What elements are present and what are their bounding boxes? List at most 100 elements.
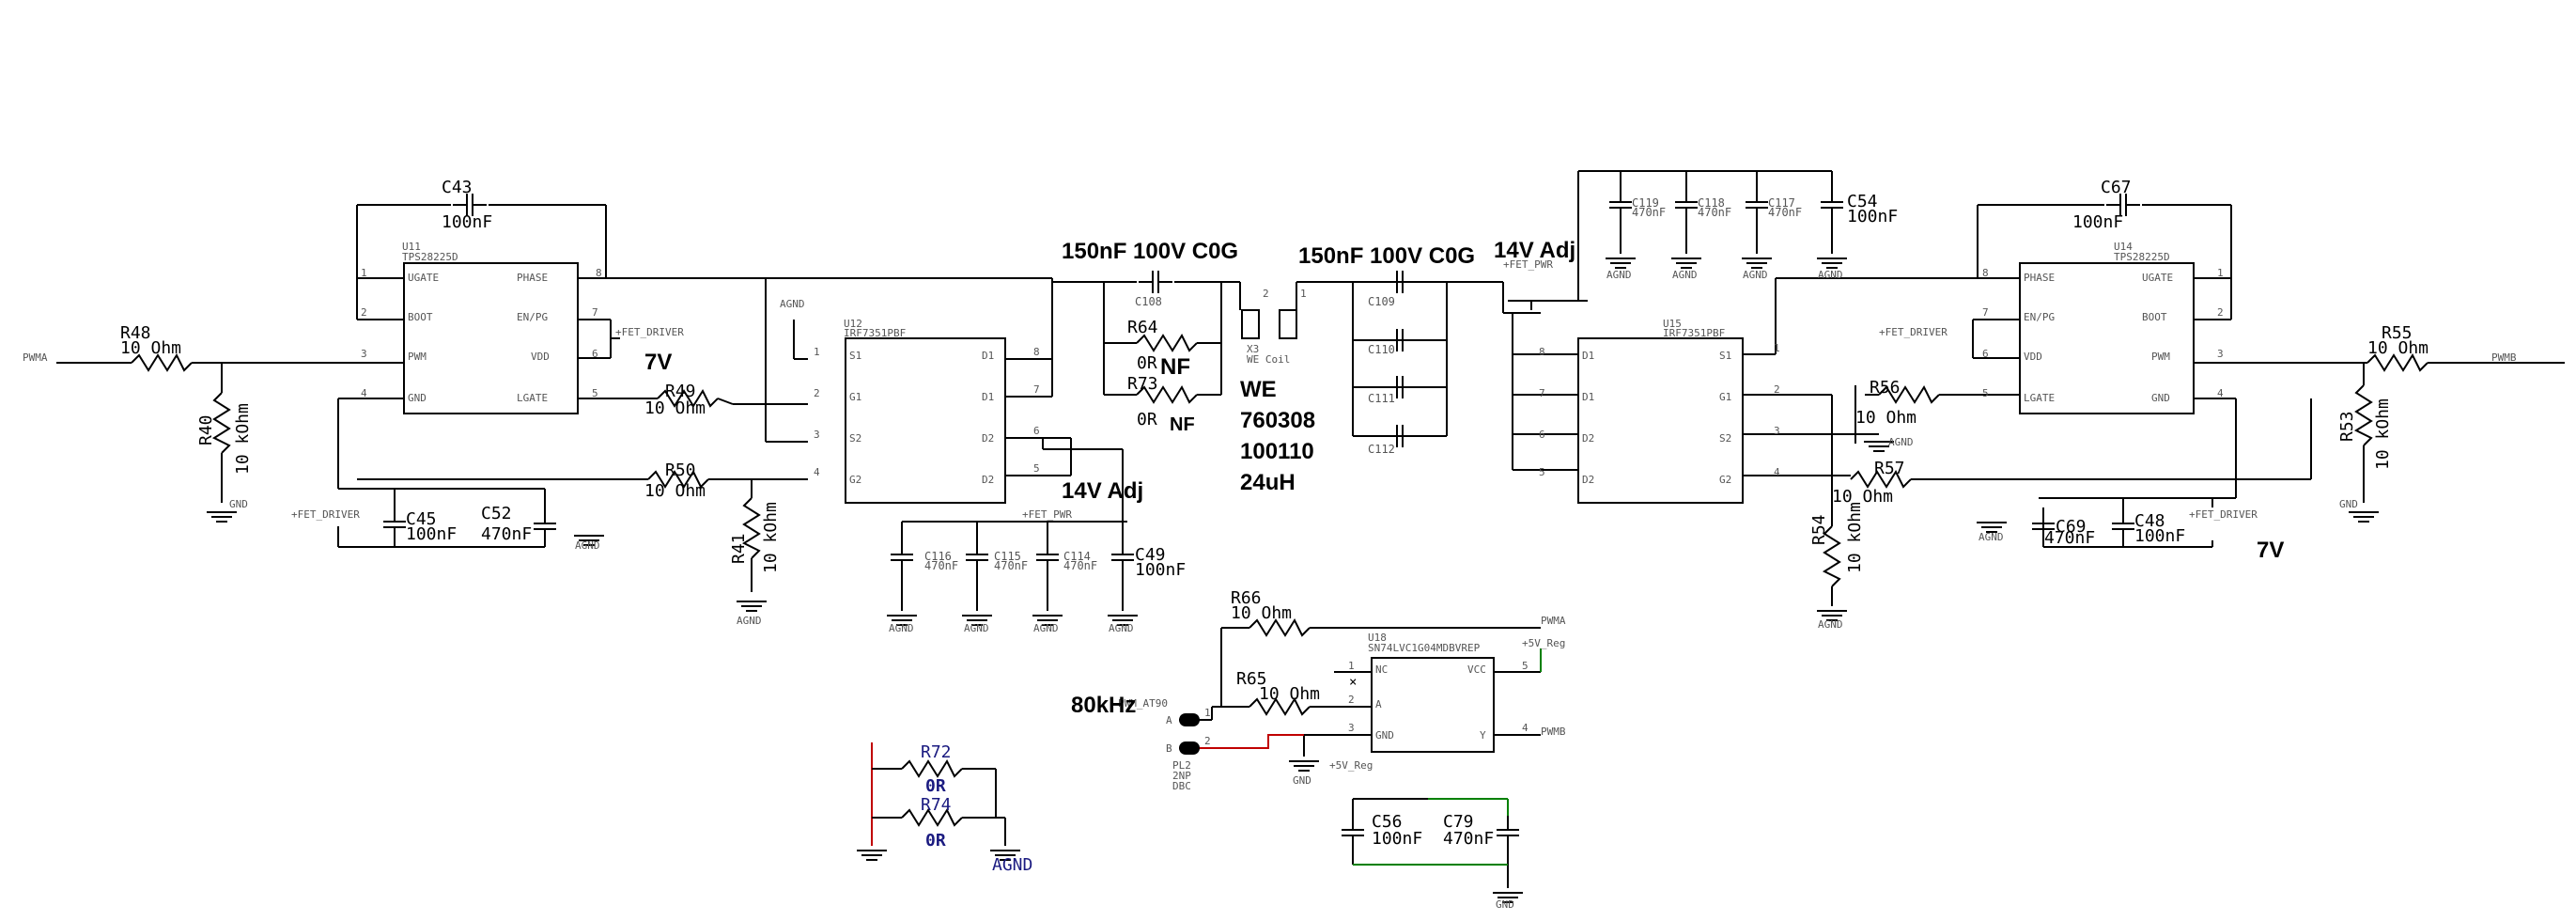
r65: R65 10 Ohm: [1236, 669, 1320, 715]
svg-text:PWMB: PWMB: [2491, 351, 2517, 364]
svg-text:G2: G2: [849, 474, 861, 486]
svg-text:7: 7: [592, 306, 598, 319]
svg-text:VDD: VDD: [531, 351, 550, 363]
annotation-nf-1: NF: [1160, 354, 1190, 380]
svg-text:470nF: 470nF: [2044, 528, 2095, 548]
svg-text:470nF: 470nF: [1063, 559, 1097, 572]
svg-text:2: 2: [2217, 306, 2224, 319]
svg-text:100nF: 100nF: [1847, 207, 1898, 226]
ground-symbols: GND AGND AGND AGND AGND AGND AGND AGND A…: [206, 258, 2380, 911]
svg-text:VDD: VDD: [2024, 351, 2042, 363]
svg-text:0R: 0R: [1137, 410, 1157, 429]
svg-text:D2: D2: [1582, 474, 1594, 486]
svg-text:4: 4: [1522, 722, 1529, 734]
svg-text:4: 4: [361, 387, 367, 399]
svg-text:C117: C117: [1768, 196, 1795, 210]
svg-text:1: 1: [1204, 707, 1211, 719]
svg-text:R48: R48: [120, 323, 151, 343]
c48: C48 100nF: [2111, 508, 2185, 546]
c69: C69 470nF: [2031, 508, 2095, 548]
svg-text:GND: GND: [2151, 392, 2170, 404]
svg-text:C56: C56: [1372, 812, 1403, 832]
svg-text:5: 5: [1982, 387, 1989, 399]
r73: R73 0R: [1127, 374, 1198, 429]
svg-text:0R: 0R: [925, 831, 946, 851]
annotation-7v-right: 7V: [2257, 538, 2284, 563]
svg-text:NC: NC: [1375, 663, 1388, 676]
svg-text:10 Ohm: 10 Ohm: [644, 481, 706, 501]
svg-text:AGND: AGND: [1979, 531, 2004, 543]
svg-text:2: 2: [814, 387, 820, 399]
c79: C79 470nF: [1443, 812, 1520, 851]
svg-text:100nF: 100nF: [1135, 560, 1186, 580]
wires: [56, 170, 2565, 888]
u11-ic: U11 TPS28225D UGATE BOOT PWM GND PHASE E…: [361, 241, 602, 414]
svg-text:VCC: VCC: [1467, 663, 1486, 676]
svg-text:6: 6: [1033, 425, 1040, 437]
svg-text:+5V_Reg: +5V_Reg: [1329, 759, 1373, 772]
svg-text:1: 1: [1300, 288, 1307, 300]
c118: C118 470nF: [1674, 187, 1731, 223]
u14-ic: U14 TPS28225D PHASE EN/PG VDD LGATE UGAT…: [1982, 241, 2224, 414]
svg-text:AGND: AGND: [992, 855, 1032, 875]
svg-text:C79: C79: [1443, 812, 1474, 832]
svg-text:10 kOhm: 10 kOhm: [233, 403, 253, 475]
c56: C56 100nF: [1341, 812, 1422, 851]
svg-text:10 Ohm: 10 Ohm: [2367, 338, 2429, 358]
annotation-14v-right: 14V Adj: [1494, 238, 1575, 263]
annotation-80khz: 80kHz: [1071, 693, 1136, 718]
r53: R53 10 kOhm: [2337, 384, 2393, 470]
r56: R56 10 Ohm: [1855, 378, 1940, 428]
svg-text:R57: R57: [1874, 459, 1905, 478]
svg-text:C116: C116: [924, 550, 952, 563]
svg-text:R55: R55: [2382, 323, 2413, 343]
c52: C52 470nF: [481, 504, 557, 544]
svg-text:6: 6: [1982, 348, 1989, 360]
c119: C119 470nF: [1608, 187, 1666, 223]
svg-text:470nF: 470nF: [1698, 206, 1731, 219]
u12-ic: U12 IRF7351PBF S1 G1 S2 G2 D1 D1 D2 D2 1…: [814, 318, 1040, 504]
svg-text:S2: S2: [849, 432, 861, 445]
svg-text:8: 8: [1033, 346, 1040, 358]
svg-text:GND: GND: [1496, 898, 1514, 911]
svg-text:100nF: 100nF: [2072, 212, 2123, 232]
svg-text:S1: S1: [1719, 350, 1731, 362]
c116: C116 470nF: [890, 539, 958, 575]
svg-text:IRF7351PBF: IRF7351PBF: [1663, 327, 1725, 339]
svg-text:D1: D1: [982, 350, 994, 362]
svg-text:5: 5: [592, 387, 598, 399]
svg-text:PWMA: PWMA: [23, 351, 48, 364]
svg-text:6: 6: [592, 348, 598, 360]
r74: R74 0R: [901, 795, 963, 851]
svg-text:R72: R72: [921, 742, 952, 762]
svg-text:100110: 100110: [1240, 439, 1314, 464]
u15-ic: U15 IRF7351PBF D1 D1 D2 D2 S1 G1 S2 G2 8…: [1539, 318, 1780, 504]
svg-text:C110: C110: [1368, 343, 1395, 356]
svg-text:10 Ohm: 10 Ohm: [1855, 408, 1916, 428]
svg-text:10 kOhm: 10 kOhm: [2373, 398, 2393, 470]
svg-text:470nF: 470nF: [1443, 829, 1494, 849]
svg-text:GND: GND: [1293, 774, 1311, 787]
svg-text:AGND: AGND: [1818, 269, 1843, 281]
c110: C110: [1368, 328, 1418, 356]
svg-text:7: 7: [1539, 387, 1545, 399]
svg-text:4: 4: [1774, 466, 1780, 478]
svg-text:GND: GND: [2339, 498, 2358, 510]
svg-text:AGND: AGND: [964, 622, 989, 634]
svg-text:R73: R73: [1127, 374, 1158, 394]
c43: C43 100nF: [442, 178, 492, 232]
svg-text:Y: Y: [1480, 729, 1486, 741]
c111: C111: [1368, 375, 1418, 405]
svg-text:GND: GND: [229, 498, 248, 510]
svg-text:PWMA: PWMA: [1541, 615, 1566, 627]
svg-text:R66: R66: [1231, 588, 1262, 608]
svg-text:C69: C69: [2056, 517, 2087, 537]
svg-text:1: 1: [2217, 267, 2224, 279]
svg-text:100nF: 100nF: [406, 524, 457, 544]
annotation-cap-left: 150nF 100V C0G: [1062, 239, 1238, 264]
svg-text:R64: R64: [1127, 318, 1158, 337]
net-labels: PWMA PWMB +FET_DRIVER +FET_DRIVER +FET_D…: [23, 258, 2517, 772]
svg-text:D1: D1: [1582, 350, 1594, 362]
resistors: R48 10 Ohm R40 10 kOhm R49 10 Ohm R50 10…: [120, 318, 2429, 851]
r49: R49 10 Ohm: [644, 382, 719, 418]
